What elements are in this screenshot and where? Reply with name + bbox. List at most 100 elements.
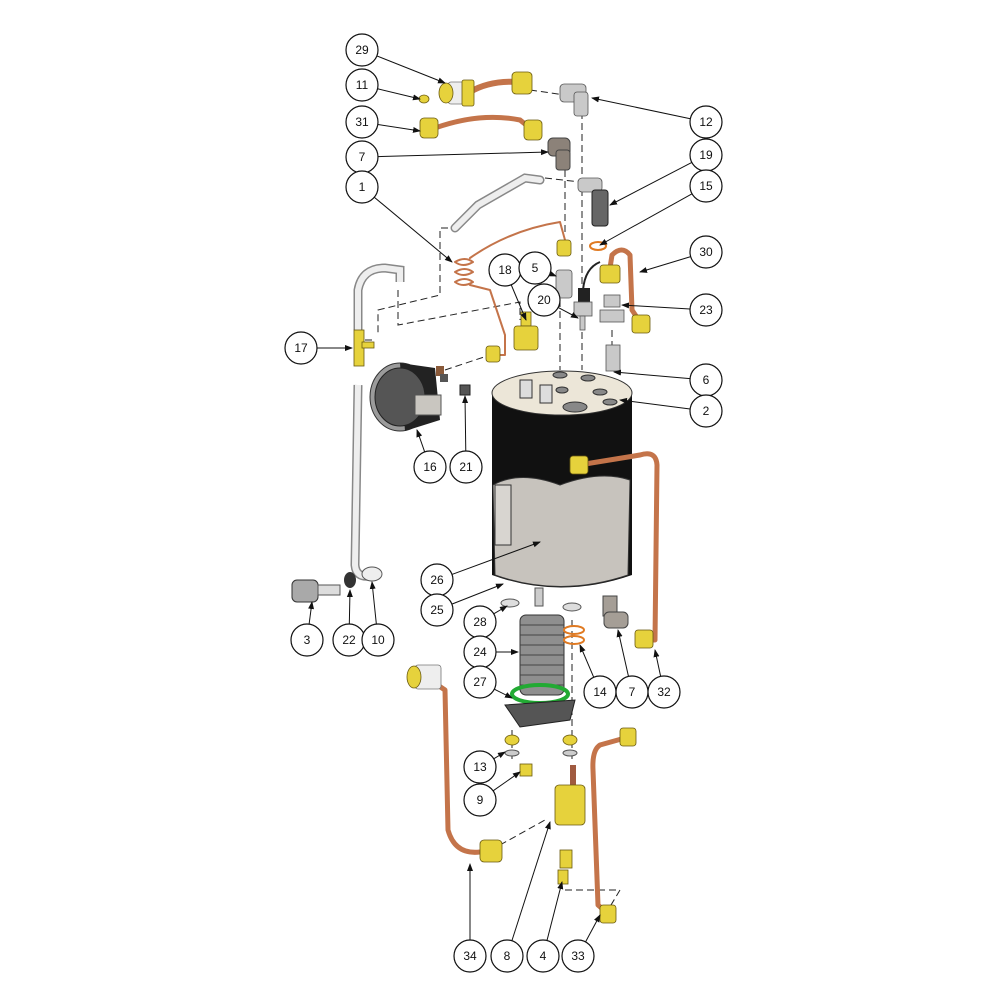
nuts-9-13 <box>504 734 578 777</box>
leader-line <box>639 256 691 273</box>
callout-number: 4 <box>540 949 547 963</box>
callout-28: 28 <box>463 605 508 639</box>
leader-line <box>416 429 426 453</box>
callout-number: 34 <box>463 949 477 963</box>
orings-14 <box>563 625 585 645</box>
callout-circle <box>345 105 379 139</box>
callout-number: 32 <box>657 685 671 699</box>
leader-line <box>585 914 601 943</box>
gasket-27 <box>504 683 576 728</box>
callout-5: 5 <box>518 251 557 285</box>
leader-line <box>346 589 353 625</box>
callout-circle <box>453 939 487 973</box>
callout-circle <box>345 33 379 67</box>
callout-circle <box>518 251 552 285</box>
leader-line <box>510 284 527 321</box>
leader-line <box>613 369 691 380</box>
callout-31: 31 <box>345 105 421 139</box>
callout-number: 3 <box>304 633 311 647</box>
callout-circle <box>449 450 483 484</box>
callout-7: 7 <box>615 629 649 709</box>
coil-1 <box>454 221 566 356</box>
callout-3: 3 <box>290 601 324 657</box>
callout-number: 5 <box>532 261 539 275</box>
callout-1: 1 <box>345 170 453 263</box>
callout-number: 18 <box>498 263 512 277</box>
callout-circle <box>527 283 561 317</box>
callout-number: 8 <box>504 949 511 963</box>
leader-line <box>548 270 557 277</box>
callout-circle <box>689 293 723 327</box>
callout-17: 17 <box>284 331 353 365</box>
callout-number: 31 <box>355 115 369 129</box>
leader-line <box>599 193 693 246</box>
elbow-12 <box>559 83 589 117</box>
callout-24: 24 <box>463 635 519 669</box>
leader-line <box>616 629 629 677</box>
elbow-7-bottom <box>602 595 629 629</box>
level-tube-upper <box>450 173 545 233</box>
callout-number: 2 <box>703 404 710 418</box>
callout-4: 4 <box>526 881 564 973</box>
leader-line <box>511 821 551 941</box>
callout-number: 7 <box>629 685 636 699</box>
callout-circle <box>490 939 524 973</box>
callout-13: 13 <box>463 750 506 784</box>
callout-number: 30 <box>699 245 713 259</box>
boiler-2 <box>491 370 633 588</box>
callout-number: 29 <box>355 43 369 57</box>
callout-circle <box>413 450 447 484</box>
leader-line <box>377 123 421 133</box>
callout-15: 15 <box>599 169 723 246</box>
leader-line <box>494 688 513 699</box>
leader-line <box>493 751 506 760</box>
callout-14: 14 <box>579 644 617 709</box>
leader-line <box>653 649 662 677</box>
leader-line <box>377 88 421 101</box>
callout-number: 27 <box>473 675 487 689</box>
callout-circle <box>526 939 560 973</box>
callout-30: 30 <box>639 235 723 273</box>
pipe-34 <box>406 664 503 863</box>
callout-number: 24 <box>473 645 487 659</box>
callout-circle <box>689 394 723 428</box>
leader-line <box>373 196 453 263</box>
fitting-18 <box>485 311 539 363</box>
leader-line <box>308 601 315 625</box>
callout-32: 32 <box>647 649 681 709</box>
callout-16: 16 <box>413 429 447 484</box>
callout-number: 1 <box>359 180 366 194</box>
callout-18: 18 <box>488 253 527 321</box>
leader-line <box>377 149 549 158</box>
gauge-16 <box>369 362 444 432</box>
callout-circle <box>689 169 723 203</box>
callout-circle <box>463 665 497 699</box>
callout-number: 17 <box>294 341 308 355</box>
callout-34: 34 <box>453 863 487 973</box>
sensor-20 <box>573 261 601 331</box>
callout-number: 12 <box>699 115 713 129</box>
callout-circle <box>689 105 723 139</box>
callout-number: 13 <box>473 760 487 774</box>
leader-line <box>579 644 595 678</box>
callout-10: 10 <box>361 581 395 657</box>
leader-line <box>492 771 521 792</box>
callout-number: 7 <box>359 150 366 164</box>
callout-number: 33 <box>571 949 585 963</box>
drain-3-22-10 <box>291 566 383 603</box>
leader-line <box>451 583 504 605</box>
callout-circle <box>463 750 497 784</box>
callout-number: 20 <box>537 293 551 307</box>
oring-15 <box>589 241 607 251</box>
callout-2: 2 <box>619 394 723 428</box>
leader-line <box>369 581 377 625</box>
callout-circle <box>345 68 379 102</box>
nut-11 <box>418 94 430 104</box>
callout-8: 8 <box>490 821 551 973</box>
callout-27: 27 <box>463 665 513 699</box>
callout-circle <box>284 331 318 365</box>
pipe-32 <box>569 451 660 649</box>
pipe-33 <box>590 727 637 924</box>
